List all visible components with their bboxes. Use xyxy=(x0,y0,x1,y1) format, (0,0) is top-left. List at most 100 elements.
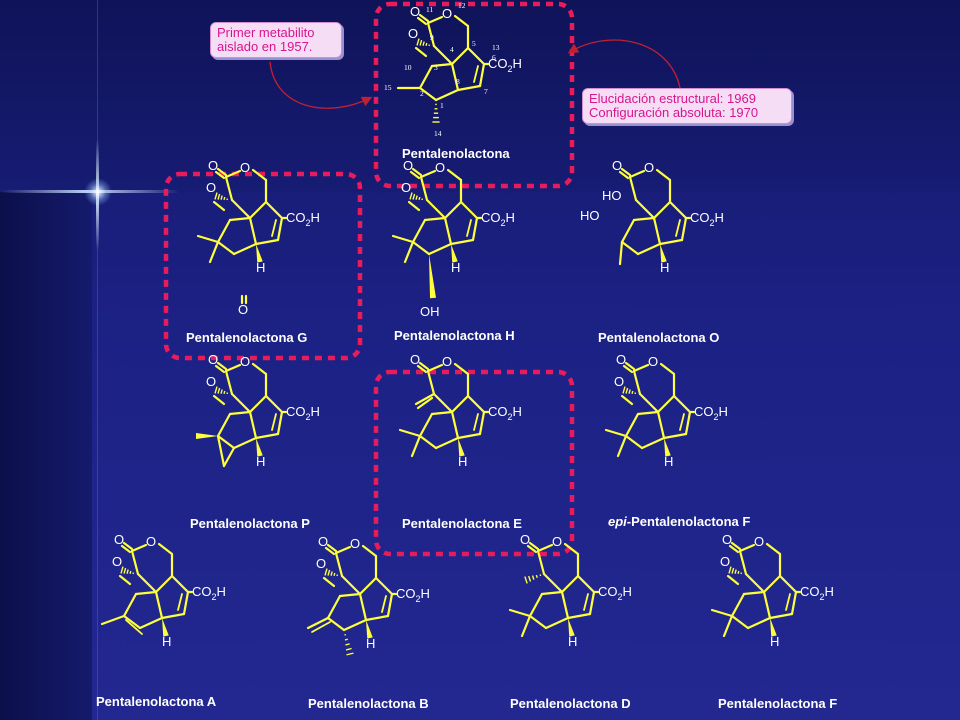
bond xyxy=(208,240,220,264)
bond xyxy=(230,198,252,220)
bond xyxy=(276,216,284,242)
bond xyxy=(340,574,362,596)
bond xyxy=(636,410,660,416)
wedge-bond xyxy=(196,433,218,439)
bond xyxy=(620,218,636,244)
bond xyxy=(655,168,672,182)
bond xyxy=(224,369,234,396)
hash-bond xyxy=(217,193,221,200)
carboxyl-label: CO2H xyxy=(488,404,522,422)
bond xyxy=(466,219,472,237)
bond xyxy=(466,46,486,66)
bond xyxy=(182,590,190,616)
hash-bond xyxy=(734,569,737,574)
hash-bond xyxy=(531,575,535,580)
hash-bond xyxy=(217,387,221,394)
bond xyxy=(154,590,164,620)
bond xyxy=(628,169,646,179)
bond xyxy=(216,167,228,177)
bond xyxy=(765,542,782,556)
bond xyxy=(450,394,470,414)
carbonyl-oxygen: O xyxy=(612,158,622,173)
bond xyxy=(453,362,470,376)
hydroxyl-h: OH xyxy=(420,304,440,319)
bond xyxy=(652,216,662,246)
bond xyxy=(100,614,126,626)
bond xyxy=(790,590,798,616)
ring-oxygen: O xyxy=(146,534,156,549)
hash-bond xyxy=(220,195,223,200)
bond xyxy=(528,614,548,630)
atom-number: 1 xyxy=(440,101,444,110)
bond xyxy=(710,608,734,618)
bond xyxy=(528,541,540,551)
bond xyxy=(224,363,242,373)
bond xyxy=(306,616,330,630)
bond xyxy=(426,369,436,396)
bond xyxy=(604,428,628,438)
hydrogen-label: H xyxy=(256,260,265,275)
bond xyxy=(443,216,453,246)
ring-oxygen: O xyxy=(350,536,360,551)
bond xyxy=(216,434,236,450)
bond xyxy=(656,410,666,440)
bond xyxy=(419,169,437,179)
bond xyxy=(338,592,362,598)
bond xyxy=(403,240,415,264)
bond xyxy=(326,594,342,620)
bond xyxy=(418,434,438,450)
atom-number: 14 xyxy=(434,129,442,138)
hash-bond xyxy=(214,192,218,200)
bond xyxy=(473,413,479,431)
bond xyxy=(361,544,378,558)
hash-bond xyxy=(412,193,416,200)
atom-number: 10 xyxy=(404,63,412,72)
bond xyxy=(450,410,460,440)
hash-bond xyxy=(129,570,132,574)
carbonyl-oxygen: O xyxy=(616,352,626,367)
bond xyxy=(478,62,486,88)
hash-bond xyxy=(728,566,732,574)
carboxyl-label: CO2H xyxy=(694,404,728,422)
bond xyxy=(778,574,798,594)
wedge-bond xyxy=(366,620,373,639)
bond xyxy=(418,13,430,23)
label-d: Pentalenolactona D xyxy=(510,696,631,711)
bond xyxy=(478,410,486,436)
bond xyxy=(254,238,280,246)
bond xyxy=(419,175,429,202)
vertical-light-line xyxy=(96,0,98,720)
atom-number: 7 xyxy=(484,87,488,96)
bond xyxy=(411,218,427,244)
label-main: Pentalenolactona xyxy=(402,146,510,161)
bond xyxy=(450,62,460,92)
bond xyxy=(540,590,564,596)
bond xyxy=(418,64,434,90)
bond xyxy=(426,21,436,48)
bond xyxy=(228,216,252,222)
bond xyxy=(432,44,454,66)
bond xyxy=(730,592,746,618)
bond xyxy=(271,413,277,431)
bond xyxy=(326,543,338,553)
wedge-bond xyxy=(256,244,263,263)
bond xyxy=(679,413,685,431)
bond xyxy=(216,361,228,371)
epoxide-oxygen: O xyxy=(401,180,411,195)
atom-number: 11 xyxy=(426,5,433,14)
bond xyxy=(430,410,454,416)
hash-bond xyxy=(223,390,226,394)
bond xyxy=(624,361,636,371)
label-epif: epi-Pentalenolactona F xyxy=(608,514,750,529)
bond xyxy=(427,242,453,256)
bond xyxy=(251,362,268,376)
bond xyxy=(620,394,634,406)
bond xyxy=(334,551,344,578)
bond xyxy=(324,546,336,556)
bond xyxy=(432,392,454,414)
bond xyxy=(154,574,174,594)
bond xyxy=(446,168,463,182)
bond xyxy=(216,218,232,244)
bond xyxy=(563,542,580,556)
